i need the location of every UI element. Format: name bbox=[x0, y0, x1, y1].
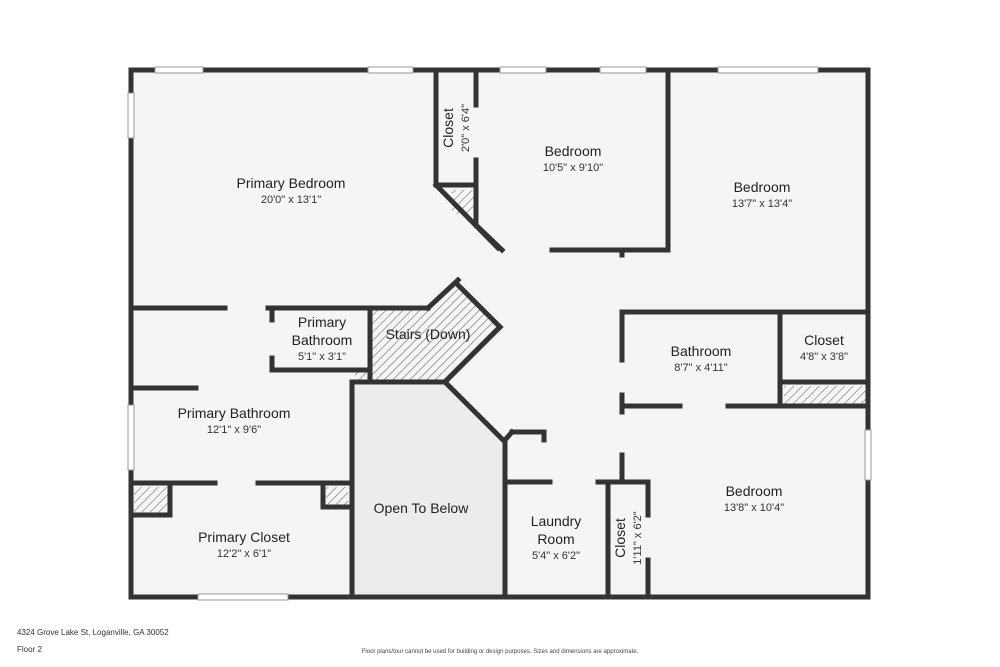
floor-text: Floor 2 bbox=[17, 645, 42, 654]
closet-top-label: Closet bbox=[440, 108, 456, 148]
disclaimer-text: Floor plans/tour cannot be used for buil… bbox=[361, 649, 639, 655]
primary-bath-small-label-1: Primary bbox=[298, 314, 346, 330]
closet-right-dims: 4'8" x 3'8" bbox=[800, 351, 848, 363]
bedroom-top-mid-dims: 10'5" x 9'10" bbox=[543, 162, 603, 174]
hatch-closet-right bbox=[784, 386, 866, 404]
bedroom-bottom-right-dims: 13'8" x 10'4" bbox=[724, 502, 784, 514]
closet-bottom-dims: 1'11" x 6'2" bbox=[632, 511, 644, 564]
bedroom-bottom-right-label: Bedroom bbox=[726, 483, 783, 499]
bedroom-top-right-dims: 13'7" x 13'4" bbox=[732, 198, 792, 210]
bedroom-top-mid-label: Bedroom bbox=[545, 143, 602, 159]
primary-bath-small-label-2: Bathroom bbox=[292, 332, 353, 348]
open-to-below-area bbox=[353, 385, 503, 595]
closet-right-label: Closet bbox=[804, 332, 844, 348]
laundry-label-1: Laundry bbox=[531, 513, 582, 529]
hatch-stairs-corner bbox=[355, 372, 369, 382]
hatch-closet-left bbox=[134, 487, 168, 513]
closet-top-dims: 2'0" x 6'4" bbox=[460, 104, 472, 152]
address-text: 4324 Grove Lake St, Loganville, GA 30052 bbox=[17, 628, 169, 637]
stairs-label: Stairs (Down) bbox=[386, 326, 471, 342]
bedroom-top-right-label: Bedroom bbox=[734, 179, 791, 195]
bathroom-dims: 8'7" x 4'11" bbox=[674, 362, 727, 374]
hatch-closet-small bbox=[326, 487, 348, 505]
open-to-below-label: Open To Below bbox=[374, 500, 470, 516]
bathroom-label: Bathroom bbox=[671, 343, 732, 359]
windows bbox=[127, 66, 872, 601]
primary-bath-large-dims: 12'1" x 9'6" bbox=[207, 424, 261, 436]
laundry-dims: 5'4" x 6'2" bbox=[532, 550, 580, 562]
primary-bath-large-label: Primary Bathroom bbox=[178, 405, 291, 421]
laundry-label-2: Room bbox=[537, 531, 574, 547]
primary-closet-dims: 12'2" x 6'1" bbox=[217, 548, 271, 560]
primary-bath-small-dims: 5'1" x 3'1" bbox=[298, 351, 346, 363]
primary-bedroom-label: Primary Bedroom bbox=[237, 175, 346, 191]
primary-closet-label: Primary Closet bbox=[198, 529, 290, 545]
closet-bottom-label: Closet bbox=[612, 518, 628, 558]
primary-bedroom-dims: 20'0" x 13'1" bbox=[261, 194, 321, 206]
